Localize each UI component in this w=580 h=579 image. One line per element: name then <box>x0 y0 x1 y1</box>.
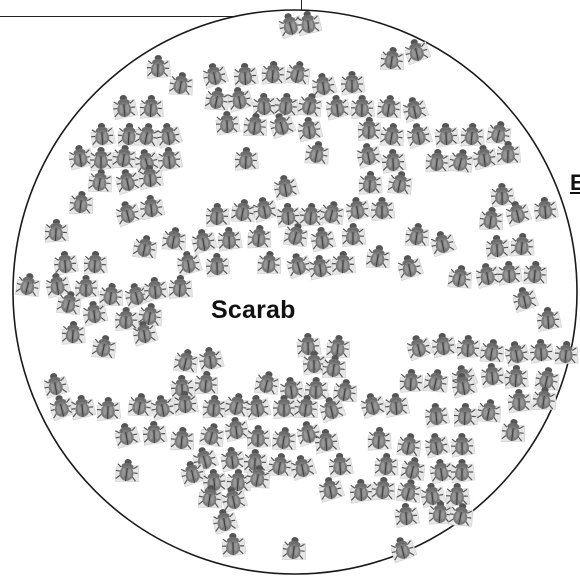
edge-letter: E <box>570 170 580 196</box>
scarab-label: Scarab <box>211 296 296 325</box>
